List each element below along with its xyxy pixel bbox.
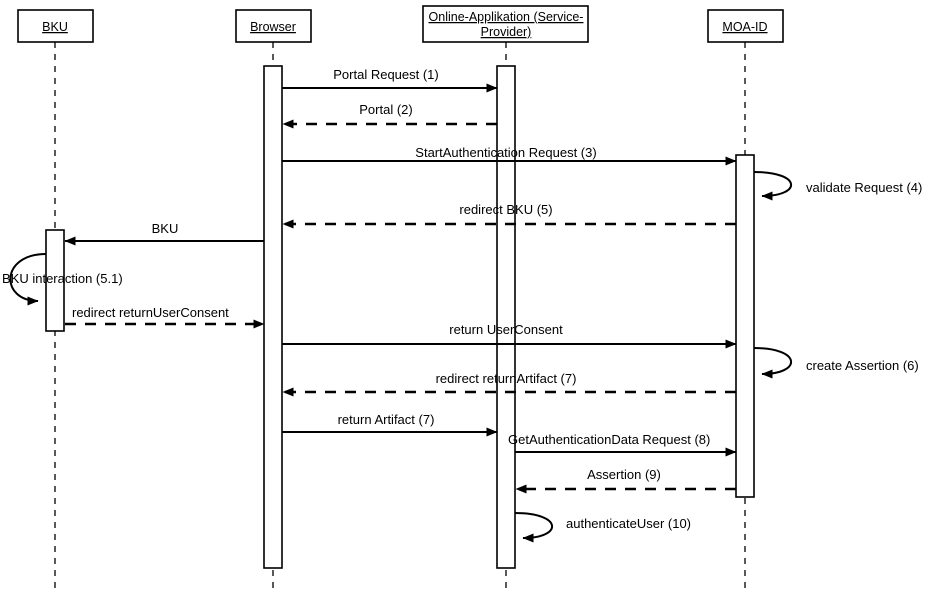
message-11[interactable]: redirect returnArtifact (7)	[282, 371, 736, 397]
message-label-9: return UserConsent	[449, 322, 563, 337]
message-label-15: authenticateUser (10)	[566, 516, 691, 531]
activations-layer	[45, 65, 755, 569]
lifeline-moaid[interactable]: MOA-ID	[707, 9, 784, 590]
message-label-7: BKU interaction (5.1)	[2, 271, 123, 286]
message-15[interactable]: authenticateUser (10)	[514, 512, 691, 543]
lifeline-label-bku: BKU	[42, 20, 68, 34]
message-label-8: redirect returnUserConsent	[72, 305, 229, 320]
self-message-arrow-15	[514, 512, 553, 543]
message-2[interactable]: Portal (2)	[282, 102, 497, 129]
message-label-13: GetAuthenticationData Request (8)	[508, 432, 710, 447]
act-browser[interactable]	[263, 65, 283, 569]
message-5[interactable]: redirect BKU (5)	[282, 202, 736, 229]
lifeline-box-browser[interactable]	[235, 9, 312, 43]
message-12[interactable]: return Artifact (7)	[282, 412, 498, 437]
message-10[interactable]: create Assertion (6)	[753, 347, 919, 379]
lifeline-box-bku[interactable]	[17, 9, 94, 43]
lifeline-label-browser: Browser	[250, 20, 296, 34]
message-13[interactable]: GetAuthenticationData Request (8)	[508, 432, 737, 457]
message-label-10: create Assertion (6)	[806, 358, 919, 373]
act-oa-1[interactable]	[496, 65, 516, 569]
lifeline-bku[interactable]: BKU	[17, 9, 94, 590]
message-8[interactable]: redirect returnUserConsent	[65, 305, 265, 329]
lifeline-label-moaid: MOA-ID	[722, 20, 767, 34]
lifeline-box-oa[interactable]	[422, 5, 589, 43]
message-label-4: validate Request (4)	[806, 180, 922, 195]
message-label-14: Assertion (9)	[587, 467, 661, 482]
message-label-12: return Artifact (7)	[338, 412, 435, 427]
message-label-5: redirect BKU (5)	[459, 202, 552, 217]
message-label-6: BKU	[152, 221, 179, 236]
message-1[interactable]: Portal Request (1)	[282, 67, 498, 93]
message-7[interactable]: BKU interaction (5.1)	[2, 253, 123, 306]
lifelines-layer: BKU Browser Online-Applikation (Service-Pr…	[17, 5, 784, 590]
message-14[interactable]: Assertion (9)	[515, 467, 736, 494]
act-moaid[interactable]	[735, 154, 755, 498]
message-9[interactable]: return UserConsent	[282, 322, 737, 349]
lifeline-label-oa: Online-Applikation (Service-	[429, 10, 584, 24]
message-4[interactable]: validate Request (4)	[753, 171, 922, 201]
act-bku[interactable]	[45, 229, 65, 332]
message-label-3: StartAuthentication Request (3)	[415, 145, 596, 160]
lifeline-box-moaid[interactable]	[707, 9, 784, 43]
message-6[interactable]: BKU	[64, 221, 264, 246]
messages-layer: Portal Request (1) Portal (2) StartAuthent…	[2, 67, 922, 543]
message-label-11: redirect returnArtifact (7)	[436, 371, 577, 386]
message-3[interactable]: StartAuthentication Request (3)	[282, 145, 737, 166]
self-message-arrow-10	[753, 347, 792, 379]
lifeline-label2-oa: Provider)	[481, 25, 532, 39]
message-label-1: Portal Request (1)	[333, 67, 439, 82]
self-message-arrow-7	[9, 253, 47, 306]
self-message-arrow-4	[753, 171, 792, 201]
message-label-2: Portal (2)	[359, 102, 412, 117]
